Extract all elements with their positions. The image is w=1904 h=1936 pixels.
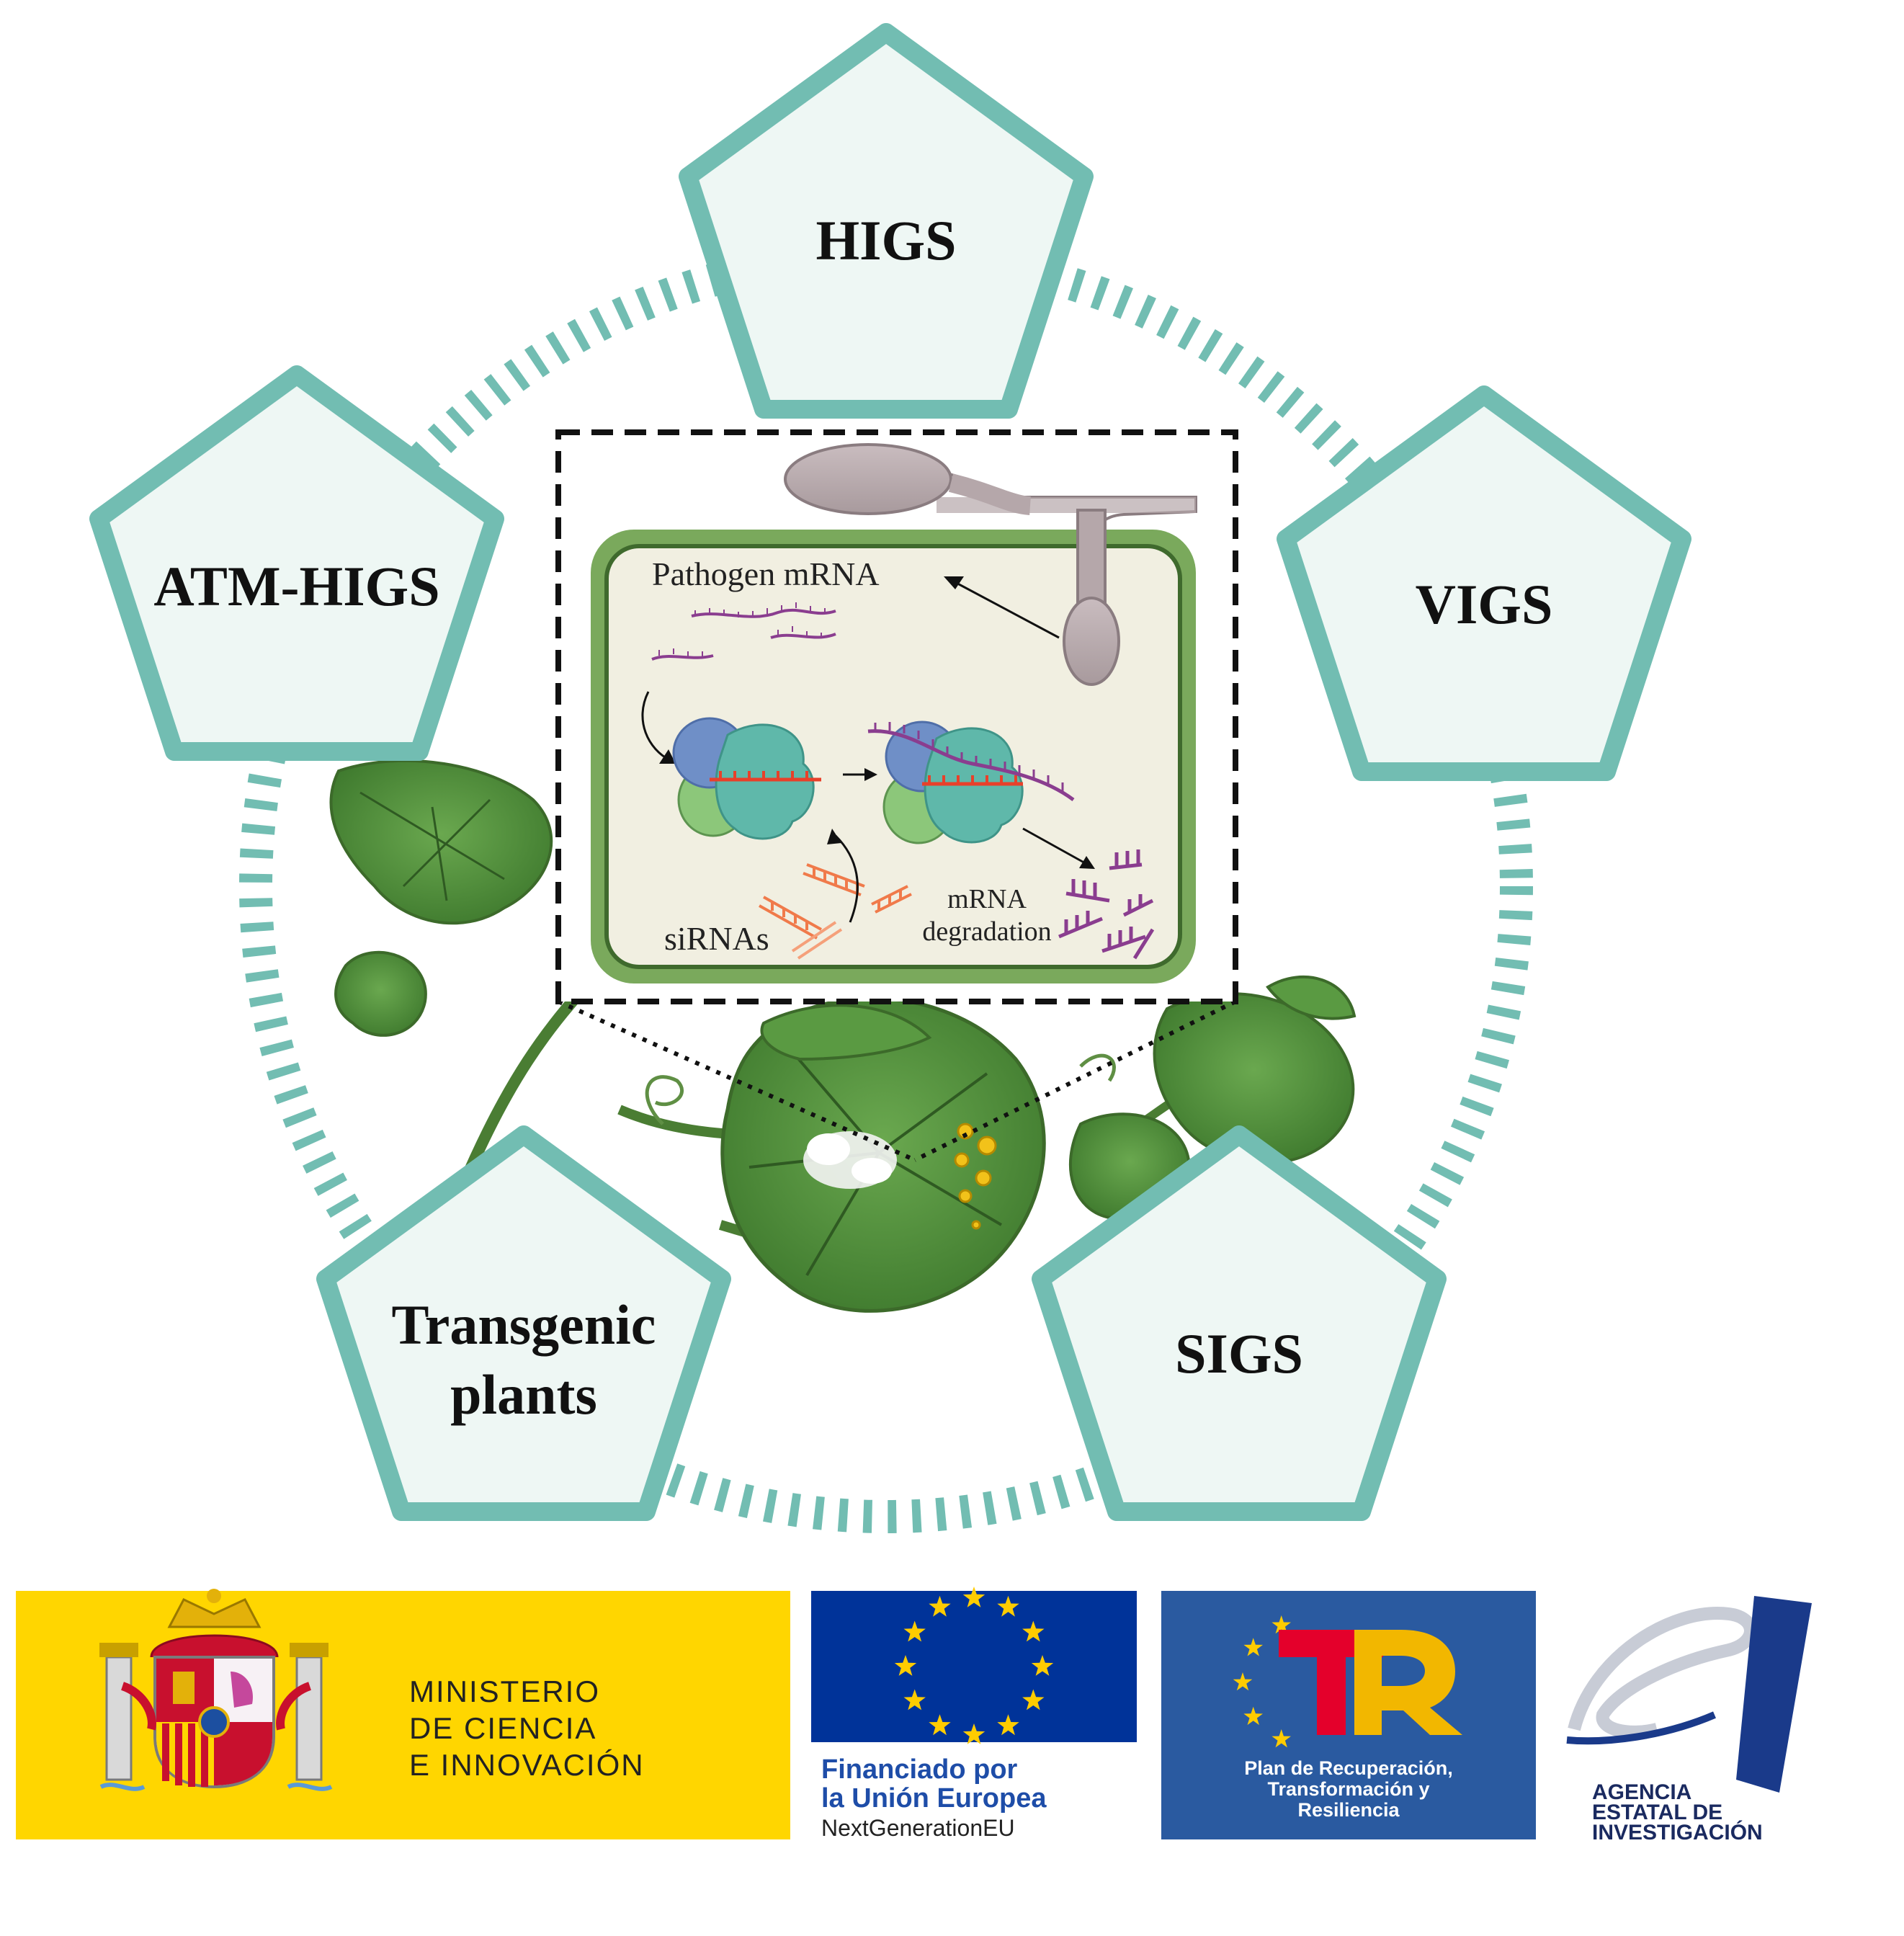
eu-line2: la Unión Europea [821, 1783, 1047, 1814]
aei-line1: AGENCIA [1592, 1780, 1691, 1804]
yellow-droplets [954, 1123, 997, 1230]
label-sigs: SIGS [1175, 1322, 1303, 1385]
eu-star-icon [1022, 1620, 1045, 1642]
prtr-line1: Plan de Recuperación, [1244, 1757, 1453, 1779]
prtr-star-icon [1271, 1615, 1291, 1634]
eu-star-icon [962, 1723, 985, 1744]
label-vigs: VIGS [1416, 573, 1553, 635]
pentagon-higs[interactable]: HIGS [679, 23, 1094, 419]
eu-star-icon [962, 1587, 985, 1607]
label-degradation: degradation [922, 916, 1051, 947]
prtr-star-icon [1233, 1672, 1253, 1691]
logo-aei: AGENCIA ESTATAL DE INVESTIGACIÓN [1566, 1596, 1812, 1844]
pentagon-sigs[interactable]: SIGS [1032, 1125, 1447, 1521]
pathogen-mrna-strands [651, 602, 836, 661]
pentagon-transgenic-plants[interactable]: Transgenic plants [316, 1125, 731, 1521]
label-pathogen-mrna: Pathogen mRNA [652, 556, 880, 592]
aei-line2: ESTATAL DE [1592, 1801, 1722, 1824]
ministerio-line1: MINISTERIO [409, 1674, 600, 1708]
prtr-line3: Resiliencia [1297, 1799, 1400, 1821]
logo-prtr: Plan de Recuperación, Transformación y R… [1161, 1591, 1536, 1839]
pentagon-atm-higs[interactable]: ATM-HIGS [89, 365, 504, 761]
eu-line3: NextGenerationEU [821, 1815, 1015, 1841]
risc-complex-left [672, 717, 821, 840]
eu-star-icon [929, 1714, 951, 1736]
prtr-star-icon [1243, 1638, 1263, 1656]
fungal-hypha [784, 443, 1197, 686]
ministerio-line2: DE CIENCIA [409, 1711, 596, 1745]
eu-star-icon [997, 1595, 1019, 1617]
label-sirnas: siRNAs [664, 920, 769, 957]
eu-star-icon [997, 1714, 1019, 1736]
powdery-mildew-patch [803, 1131, 897, 1189]
pentagon-vigs[interactable]: VIGS [1277, 385, 1691, 781]
eu-star-icon [929, 1595, 951, 1617]
eu-star-icon [1022, 1689, 1045, 1710]
eu-star-icon [903, 1620, 926, 1642]
eu-star-icon [894, 1655, 917, 1676]
prtr-stars-icon [1233, 1615, 1291, 1748]
sirna-duplexes [759, 863, 912, 960]
eu-star-icon [903, 1689, 926, 1710]
risc-complex-right [867, 721, 1075, 844]
spain-coat-of-arms-icon [99, 1589, 333, 1791]
ministerio-line3: E INNOVACIÓN [409, 1748, 645, 1782]
aei-line3: INVESTIGACIÓN [1592, 1820, 1763, 1844]
label-mrna: mRNA [947, 884, 1027, 914]
prtr-star-icon [1271, 1729, 1291, 1748]
eu-stars-icon [894, 1587, 1054, 1744]
eu-line1: Financiado por [821, 1754, 1018, 1785]
logo-ministerio: MINISTERIO DE CIENCIA E INNOVACIÓN [16, 1589, 790, 1839]
logo-eu: Financiado por la Unión Europea NextGene… [811, 1587, 1137, 1841]
degraded-mrna-fragments [1058, 849, 1155, 960]
label-transgenic: Transgenic [392, 1293, 656, 1356]
label-atm-higs: ATM-HIGS [153, 555, 439, 617]
eu-star-icon [1031, 1655, 1054, 1676]
prtr-star-icon [1243, 1706, 1263, 1726]
prtr-tr-mark-icon [1279, 1630, 1462, 1735]
aei-e-swoosh-icon [1566, 1596, 1812, 1793]
prtr-line2: Transformación y [1267, 1778, 1429, 1800]
label-higs: HIGS [815, 209, 956, 272]
zoom-lines [557, 999, 1237, 1162]
label-plants: plants [450, 1363, 597, 1426]
